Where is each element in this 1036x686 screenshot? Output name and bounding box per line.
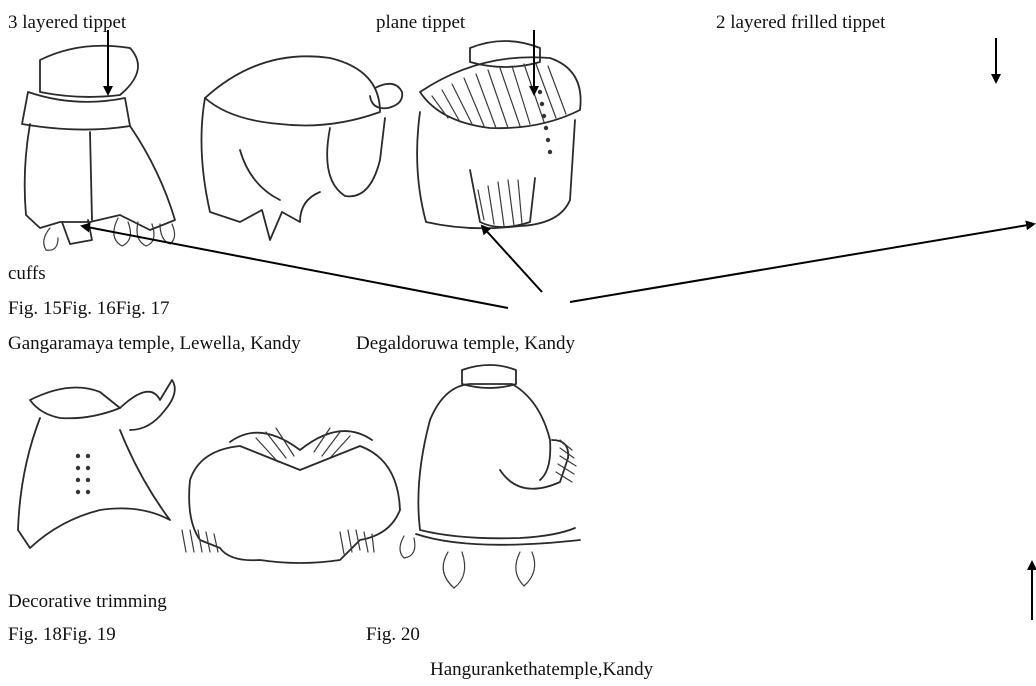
caption-figs-18-19: Fig. 18Fig. 19: [8, 624, 116, 646]
arrow-cuffs-center: [482, 226, 542, 292]
caption-fig-20: Fig. 20: [366, 624, 420, 646]
fig-16-garment-sketch: [201, 56, 402, 240]
fig-19-garment-sketch: [182, 428, 400, 563]
label-cuffs: cuffs: [8, 263, 46, 285]
arrow-cuffs-right: [570, 224, 1034, 302]
label-plane-tippet: plane tippet: [376, 12, 465, 34]
fig-20-garment-sketch: [400, 365, 580, 588]
caption-location-hanguranketha: Hangurankethatemple,Kandy: [430, 659, 653, 681]
caption-location-gangaramaya: Gangaramaya temple, Lewella, Kandy: [8, 333, 301, 355]
arrow-cuffs-left: [82, 226, 508, 308]
caption-figs-15-17: Fig. 15Fig. 16Fig. 17: [8, 298, 170, 320]
fig-18-garment-sketch: [18, 380, 175, 548]
label-3-layered-tippet: 3 layered tippet: [8, 12, 126, 34]
caption-location-degaldoruwa: Degaldoruwa temple, Kandy: [356, 333, 575, 355]
label-decorative-trimming: Decorative trimming: [8, 591, 167, 613]
fig-17-garment-sketch: [417, 41, 581, 228]
label-2-layered-frilled-tippet: 2 layered frilled tippet: [716, 12, 885, 34]
fig-15-garment-sketch: [22, 46, 175, 251]
